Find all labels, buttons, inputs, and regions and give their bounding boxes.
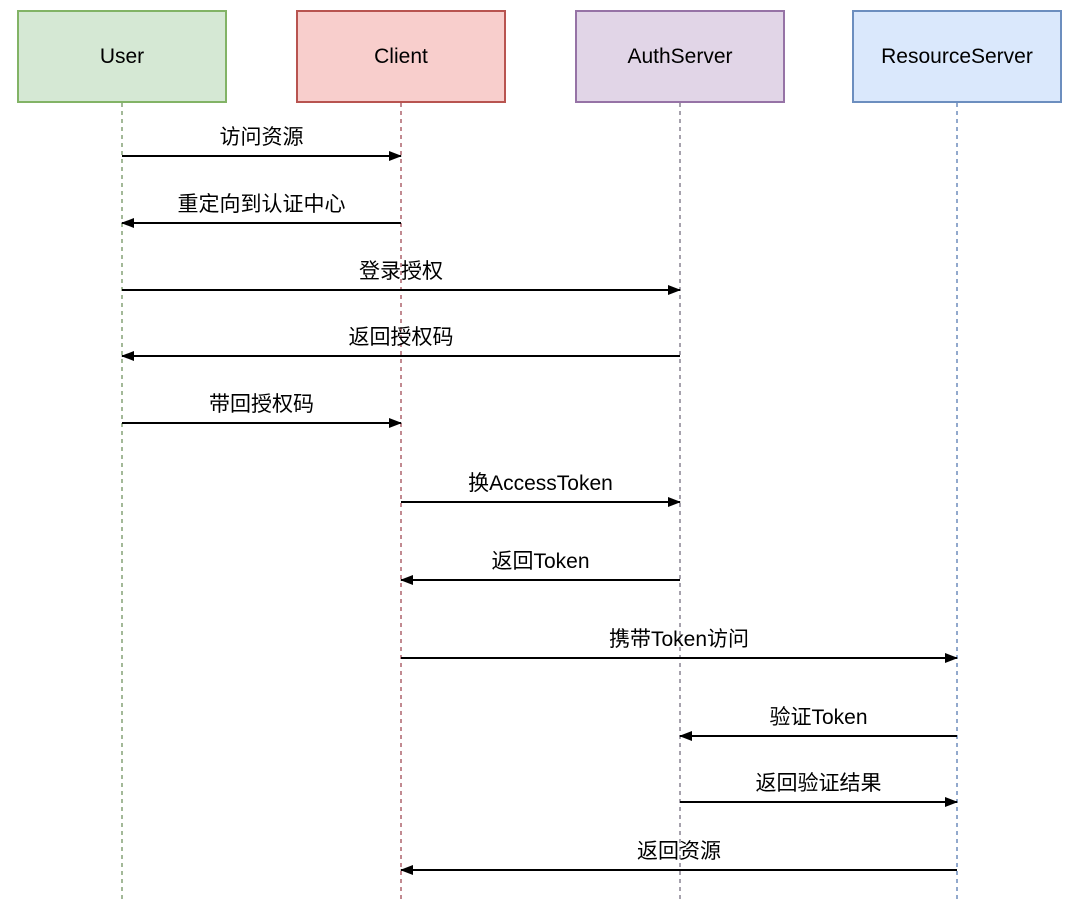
message-label: 返回资源: [637, 840, 721, 863]
message-redirect-to-auth-center: 重定向到认证中心: [121, 193, 401, 228]
message-label: 返回授权码: [348, 326, 454, 349]
arrow-line: [401, 869, 957, 871]
arrow-line: [122, 289, 680, 291]
arrow-line: [680, 801, 957, 803]
actor-label-user: User: [99, 44, 145, 68]
lifeline-resourceserver: [956, 103, 958, 902]
arrowhead-icon: [945, 797, 958, 807]
message-return-token: 返回Token: [400, 550, 680, 585]
arrowhead-icon: [400, 865, 413, 875]
message-label: 带回授权码: [209, 393, 314, 416]
message-return-resource: 返回资源: [400, 840, 957, 875]
actor-box-user: User: [17, 10, 227, 103]
actor-label-resourceserver: ResourceServer: [881, 44, 1033, 68]
actor-box-resourceserver: ResourceServer: [852, 10, 1062, 103]
arrow-line: [680, 735, 957, 737]
arrowhead-icon: [679, 731, 692, 741]
lifeline-user: [121, 103, 123, 902]
message-access-resource: 访问资源: [122, 126, 402, 161]
message-bring-back-auth-code: 带回授权码: [122, 393, 402, 428]
message-label: 登录授权: [359, 260, 443, 283]
message-access-with-token: 携带Token访问: [401, 628, 958, 663]
arrowhead-icon: [668, 285, 681, 295]
arrowhead-icon: [389, 151, 402, 161]
message-login-authorize: 登录授权: [122, 260, 681, 295]
arrow-line: [122, 222, 401, 224]
message-label: 换AccessToken: [468, 472, 613, 495]
message-exchange-access-token: 换AccessToken: [401, 472, 681, 507]
actor-label-authserver: AuthServer: [627, 44, 733, 68]
message-label: 返回验证结果: [755, 772, 882, 795]
message-label: 验证Token: [769, 706, 868, 729]
message-label: 访问资源: [219, 126, 304, 149]
arrow-line: [122, 355, 680, 357]
message-label: 返回Token: [491, 550, 590, 573]
message-verify-token: 验证Token: [679, 706, 957, 741]
arrow-line: [401, 657, 957, 659]
actor-box-authserver: AuthServer: [575, 10, 785, 103]
message-label: 携带Token访问: [608, 628, 750, 651]
arrowhead-icon: [945, 653, 958, 663]
arrow-line: [401, 579, 680, 581]
arrowhead-icon: [668, 497, 681, 507]
arrowhead-icon: [121, 351, 134, 361]
arrow-line: [122, 155, 401, 157]
actor-label-client: Client: [374, 44, 428, 68]
arrow-line: [122, 422, 401, 424]
arrowhead-icon: [121, 218, 134, 228]
message-label: 重定向到认证中心: [177, 193, 346, 216]
arrowhead-icon: [400, 575, 413, 585]
arrowhead-icon: [389, 418, 402, 428]
message-return-auth-code: 返回授权码: [121, 326, 680, 361]
actor-box-client: Client: [296, 10, 506, 103]
arrow-line: [401, 501, 680, 503]
message-return-verify-result: 返回验证结果: [680, 772, 958, 807]
